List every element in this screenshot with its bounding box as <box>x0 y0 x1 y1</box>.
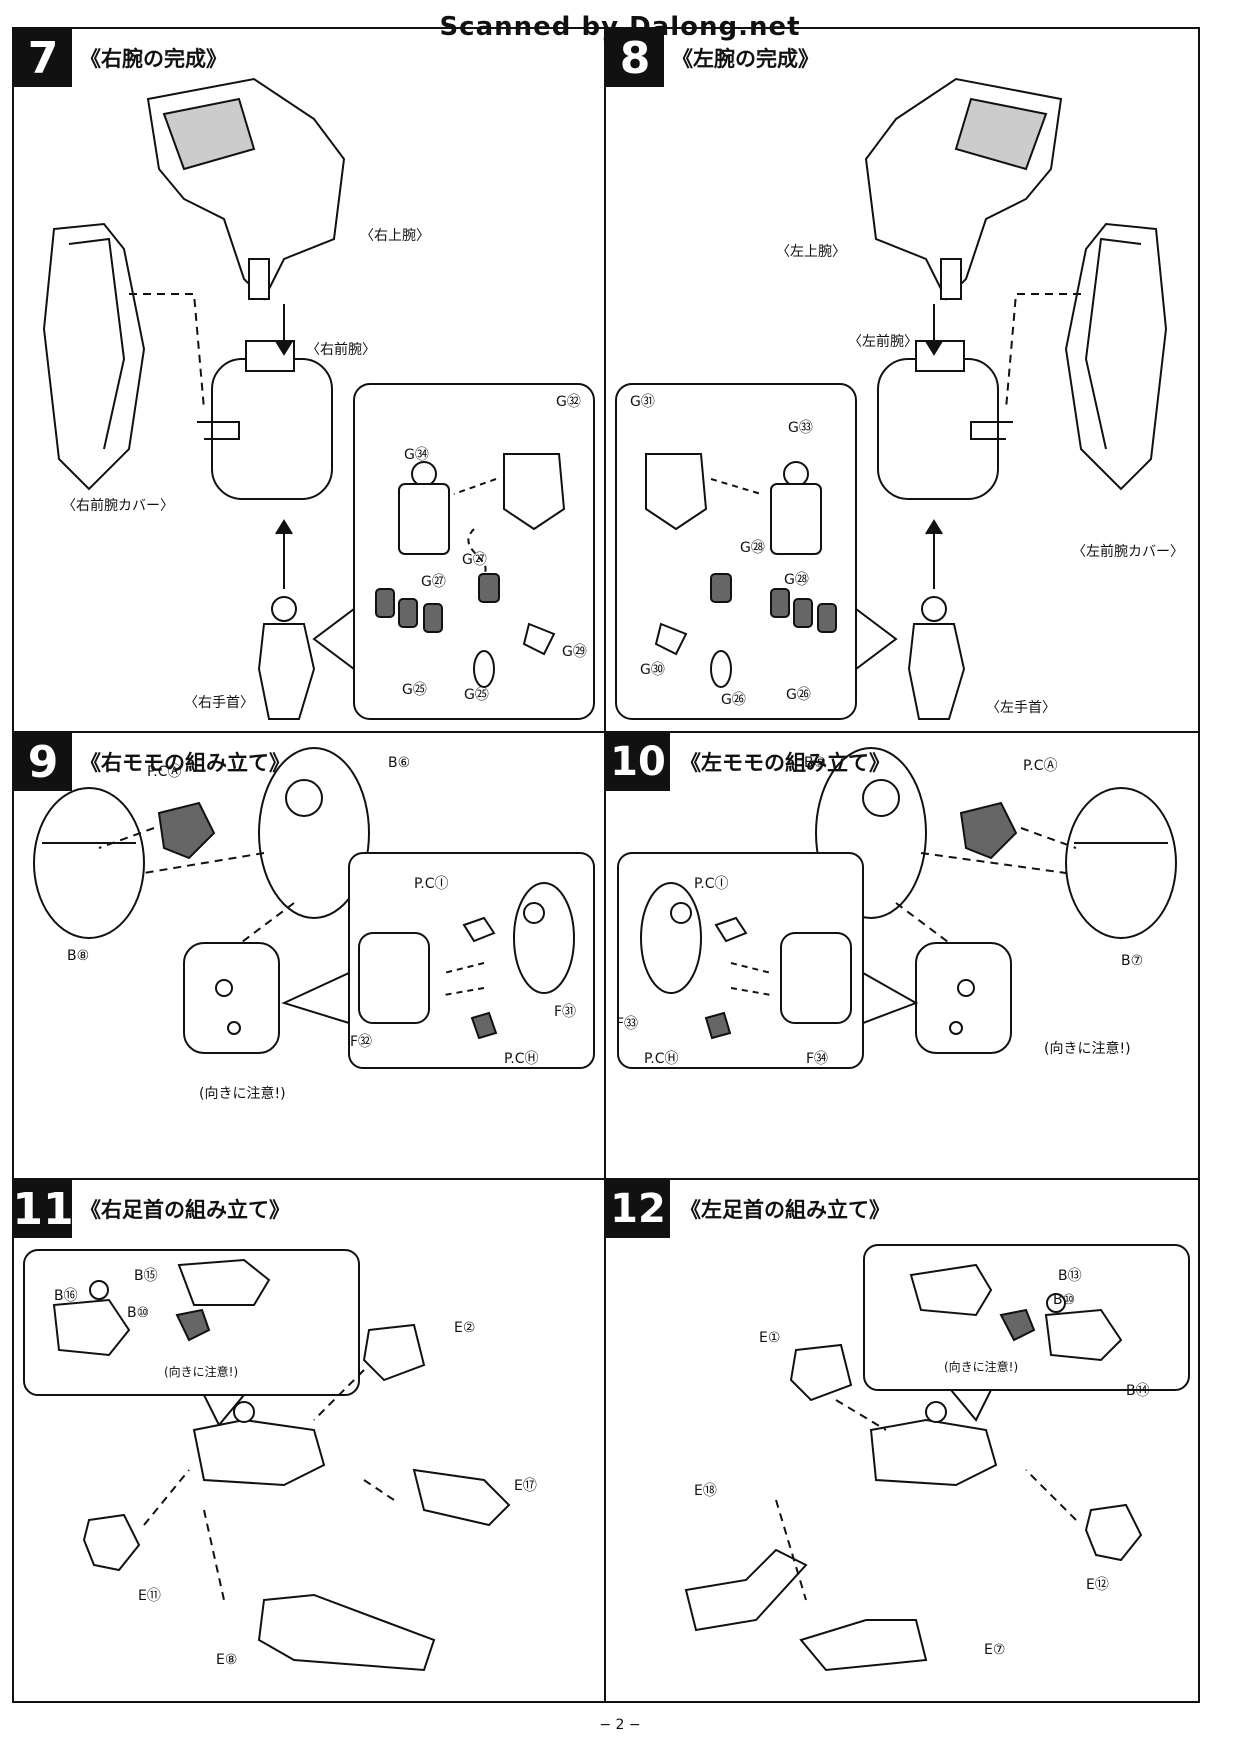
step-12-panel: 12 《左足首の組み立て》 B⑬ B⑩ (向きに注意!) E① B⑭ E⑱ E⑫… <box>606 1180 1200 1703</box>
step-11-title: 《右足首の組み立て》 <box>80 1198 290 1222</box>
row-divider-1 <box>14 731 1198 733</box>
step-12-title: 《左足首の組み立て》 <box>680 1198 890 1222</box>
part-label: B⑬ <box>1058 1268 1082 1284</box>
step-11-illustration <box>23 1249 511 1672</box>
part-label: F㉞ <box>806 1051 829 1067</box>
left-wrist-label: 〈左手首〉 <box>986 700 1056 716</box>
part-label: E⑦ <box>984 1642 1006 1658</box>
instruction-sheet: 7 《右腕の完成》 〈右上腕〉 〈右前腕〉 〈右前腕カバー〉 〈右手首〉 G㉜ … <box>12 27 1200 1703</box>
part-label: G㉘ <box>740 540 765 556</box>
caution-label: (向きに注意!) <box>1044 1041 1131 1057</box>
right-forearm-label: 〈右前腕〉 <box>306 342 376 358</box>
part-label: P.CⒽ <box>644 1051 679 1067</box>
part-label: E② <box>454 1320 476 1336</box>
part-label: G㉚ <box>640 662 665 678</box>
part-label: B⑮ <box>134 1268 158 1284</box>
step-7-title: 《右腕の完成》 <box>80 47 227 71</box>
part-label: G㉖ <box>721 692 746 708</box>
part-label: G㉝ <box>788 420 813 436</box>
row-divider-2 <box>14 1178 1198 1180</box>
step-8-panel: 8 《左腕の完成》 〈左上腕〉 〈左前腕〉 〈左前腕カバー〉 〈左手首〉 G㉛ … <box>606 29 1200 731</box>
left-forearm-label: 〈左前腕〉 <box>848 334 918 350</box>
step-7-number: 7 <box>14 29 72 87</box>
part-label: F㉛ <box>554 1004 577 1020</box>
caution-label: (向きに注意!) <box>199 1086 286 1102</box>
part-label: G㉘ <box>784 572 809 588</box>
step-10-panel: 10 《左モモの組み立て》 B⑤ P.CⒶ P.CⒾ F㉝ P.CⒽ F㉞ B⑦… <box>606 733 1200 1178</box>
part-label: B⑥ <box>388 755 411 771</box>
part-label: G㉞ <box>404 447 429 463</box>
part-label: F㉝ <box>616 1016 639 1032</box>
part-label: B⑤ <box>804 755 827 771</box>
step-9-number: 9 <box>14 733 72 791</box>
step-8-illustration <box>615 77 1168 720</box>
part-label: P.CⒶ <box>1023 758 1058 774</box>
part-label: E⑰ <box>514 1478 537 1494</box>
column-divider <box>604 29 606 1701</box>
part-label: P.CⒾ <box>694 876 729 892</box>
part-label: B⑩ <box>1053 1292 1076 1308</box>
right-wrist-label: 〈右手首〉 <box>184 695 254 711</box>
part-label: E① <box>759 1330 781 1346</box>
part-label: G㉕ <box>402 682 427 698</box>
step-10-illustration <box>617 747 1177 1069</box>
part-label: P.CⒶ <box>147 764 182 780</box>
part-label: E⑧ <box>216 1652 238 1668</box>
caution-label: (向きに注意!) <box>944 1360 1019 1374</box>
step-10-title: 《左モモの組み立て》 <box>680 751 890 775</box>
left-forearm-cover-label: 〈左前腕カバー〉 <box>1072 544 1184 560</box>
part-label: B⑧ <box>67 948 90 964</box>
left-upper-arm-label: 〈左上腕〉 <box>776 244 846 260</box>
part-label: B⑩ <box>127 1305 150 1321</box>
step-9-panel: 9 《右モモの組み立て》 P.CⒶ B⑥ B⑧ (向きに注意!) P.CⒾ F㉛… <box>14 733 604 1178</box>
part-label: B⑯ <box>54 1288 78 1304</box>
step-12-number: 12 <box>606 1180 670 1238</box>
right-upper-arm-label: 〈右上腕〉 <box>360 228 430 244</box>
step-10-number: 10 <box>606 733 670 791</box>
step-9-title: 《右モモの組み立て》 <box>80 751 290 775</box>
step-8-title: 《左腕の完成》 <box>672 47 819 71</box>
part-label: P.CⒽ <box>504 1051 539 1067</box>
step-9-illustration <box>33 747 595 1069</box>
step-11-number: 11 <box>14 1180 74 1238</box>
part-label: G㉕ <box>464 687 489 703</box>
part-label: E⑱ <box>694 1483 717 1499</box>
step-7-panel: 7 《右腕の完成》 〈右上腕〉 〈右前腕〉 〈右前腕カバー〉 〈右手首〉 G㉜ … <box>14 29 604 731</box>
part-label: B⑦ <box>1121 953 1144 969</box>
page-number: − 2 − <box>599 1717 641 1733</box>
part-label: G㉗ <box>462 552 487 568</box>
part-label: G㉛ <box>630 394 655 410</box>
part-label: G㉗ <box>421 574 446 590</box>
right-forearm-cover-label: 〈右前腕カバー〉 <box>62 498 174 514</box>
part-label: E⑫ <box>1086 1577 1109 1593</box>
part-label: P.CⒾ <box>414 876 449 892</box>
part-label: B⑭ <box>1126 1383 1150 1399</box>
caution-label: (向きに注意!) <box>164 1365 239 1379</box>
step-7-illustration <box>42 77 595 720</box>
part-label: E⑪ <box>138 1588 161 1604</box>
part-label: F㉜ <box>350 1034 373 1050</box>
part-label: G㉜ <box>556 394 581 410</box>
part-label: G㉖ <box>786 687 811 703</box>
step-11-panel: 11 《右足首の組み立て》 B⑮ B⑯ B⑩ (向きに注意!) E② E⑰ E⑪… <box>14 1180 604 1703</box>
part-label: G㉙ <box>562 644 587 660</box>
step-8-number: 8 <box>606 29 664 87</box>
step-12-illustration <box>684 1244 1190 1672</box>
